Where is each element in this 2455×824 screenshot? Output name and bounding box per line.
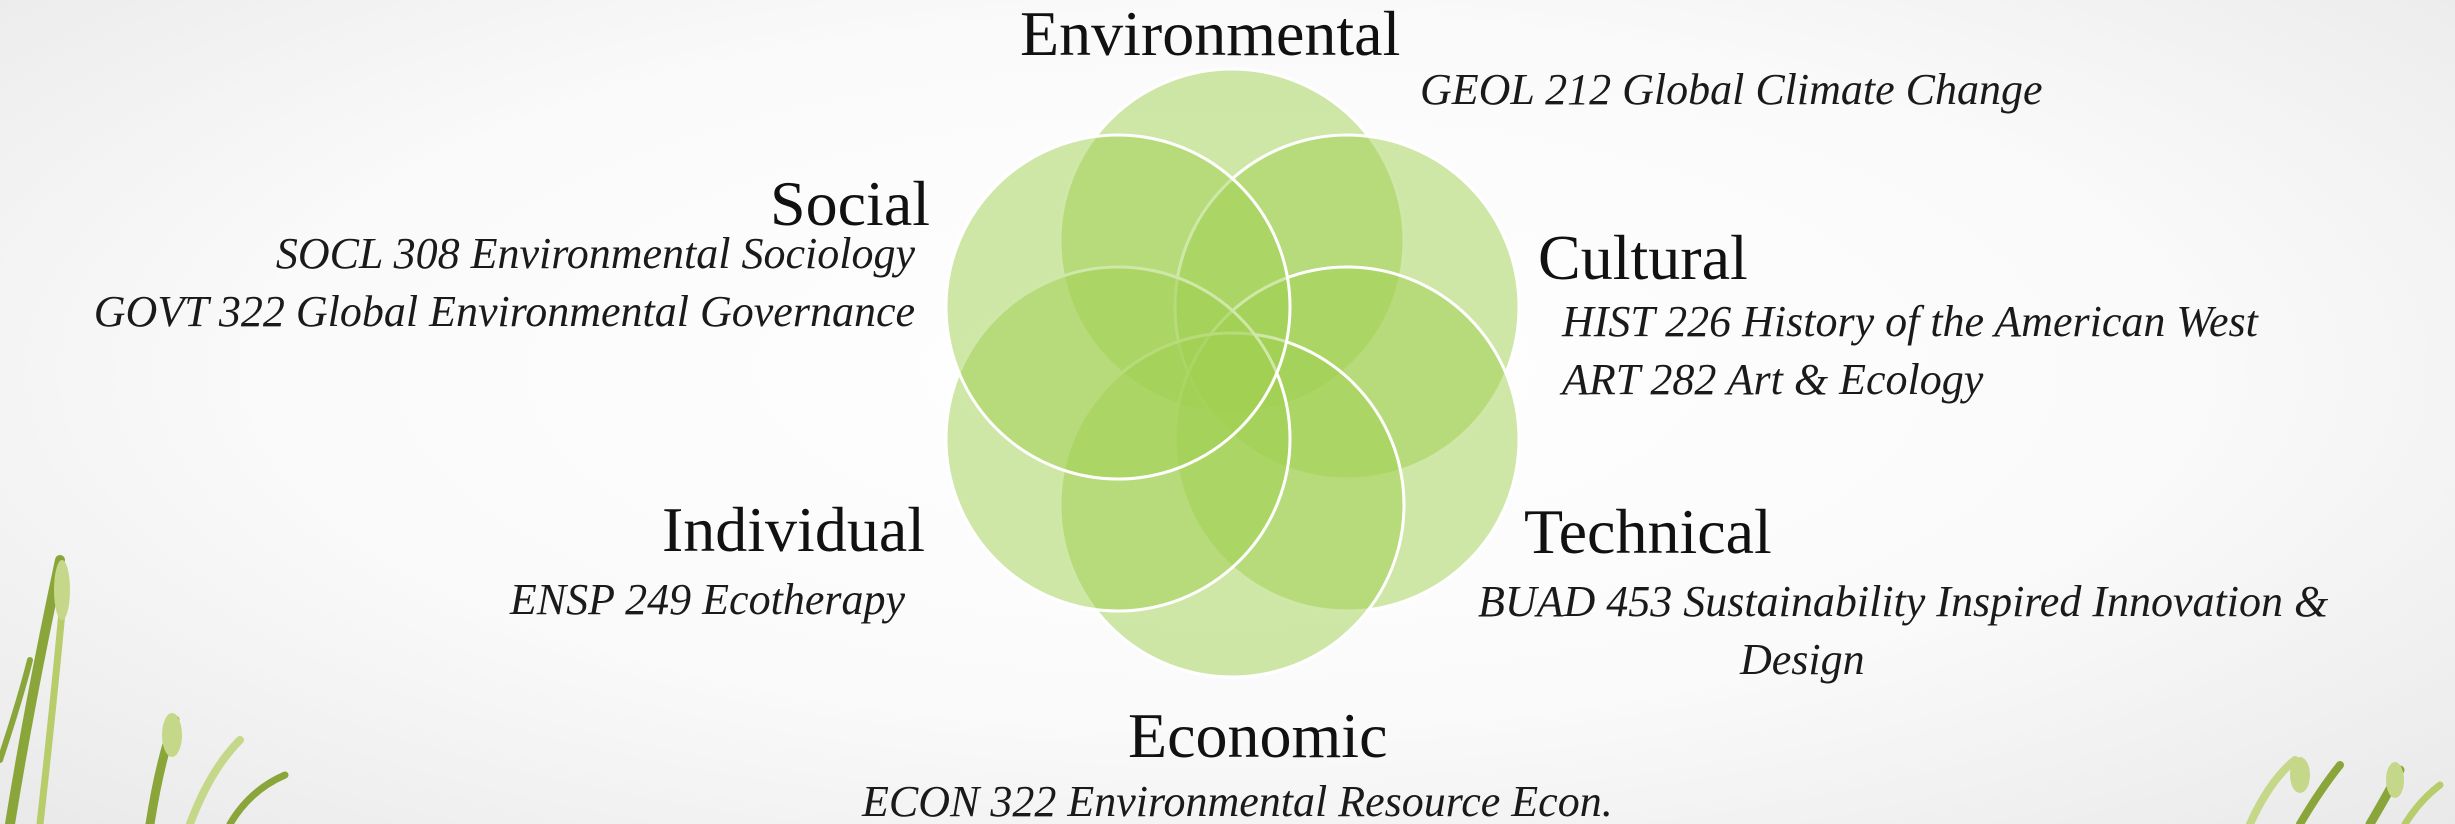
social-course-1: SOCL 308 Environmental Sociology <box>275 229 915 278</box>
individual-course-1: ENSP 249 Ecotherapy <box>509 575 905 624</box>
individual-label: Individual <box>661 494 925 565</box>
social-label: Social <box>770 168 930 239</box>
economic-course-1: ECON 322 Environmental Resource Econ. <box>862 777 1613 824</box>
social-course-2: GOVT 322 Global Environmental Governance <box>93 287 915 336</box>
environmental-label: Environmental <box>1020 0 1401 69</box>
grass-left-icon <box>0 555 289 824</box>
environmental-course-1: GEOL 212 Global Climate Change <box>1420 65 2043 114</box>
cultural-course-1: HIST 226 History of the American West <box>1562 297 2258 346</box>
cultural-label: Cultural <box>1538 222 1748 293</box>
grass-right-icon <box>2246 756 2444 824</box>
cultural-course-2: ART 282 Art & Ecology <box>1562 355 1984 404</box>
technical-course-2: Design <box>1740 635 1865 684</box>
economic-label: Economic <box>1128 700 1388 771</box>
technical-course-1: BUAD 453 Sustainability Inspired Innovat… <box>1478 577 2329 626</box>
technical-label: Technical <box>1524 496 1772 567</box>
petal-social <box>944 133 1292 481</box>
